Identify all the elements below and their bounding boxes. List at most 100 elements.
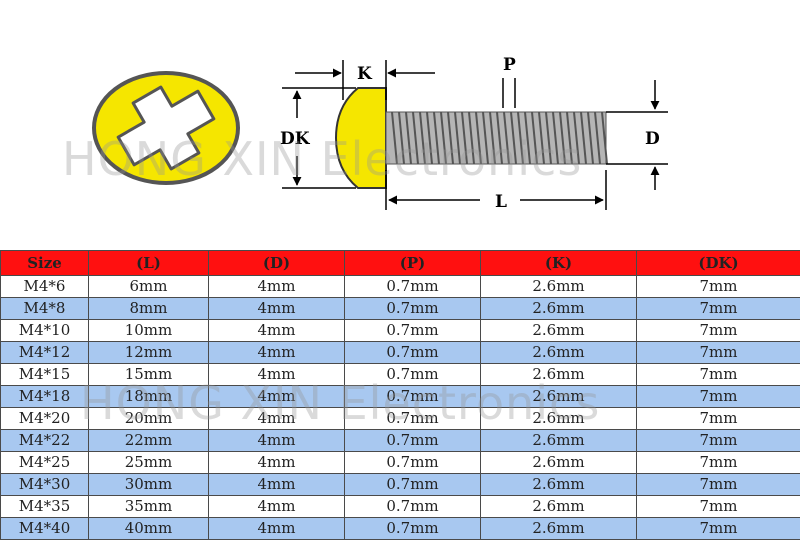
cell-head-height: 2.6mm [480,385,637,408]
header-size: Size [0,250,89,276]
cell-length: 30mm [88,473,209,496]
cell-size: M4*18 [0,385,89,408]
label-dk: DK [280,129,311,149]
cell-head-diameter: 7mm [636,341,800,364]
cell-diameter: 4mm [208,473,345,496]
cell-pitch: 0.7mm [344,275,481,298]
cell-head-height: 2.6mm [480,275,637,298]
cell-diameter: 4mm [208,517,345,540]
cell-size: M4*10 [0,319,89,342]
cell-head-diameter: 7mm [636,275,800,298]
cell-diameter: 4mm [208,363,345,386]
cell-size: M4*15 [0,363,89,386]
screw-dimension-diagram: K P DK D L [92,55,668,212]
cell-head-diameter: 7mm [636,385,800,408]
cell-head-height: 2.6mm [480,341,637,364]
cell-diameter: 4mm [208,407,345,430]
cell-diameter: 4mm [208,297,345,320]
cell-head-diameter: 7mm [636,451,800,474]
cell-head-diameter: 7mm [636,429,800,452]
header-pitch: (P) [344,250,481,276]
screw-side-view [334,87,608,189]
dimension-lines [282,60,668,210]
header-length: (L) [88,250,209,276]
cell-pitch: 0.7mm [344,407,481,430]
cell-diameter: 4mm [208,385,345,408]
cell-length: 15mm [88,363,209,386]
cell-pitch: 0.7mm [344,473,481,496]
cell-pitch: 0.7mm [344,495,481,518]
cell-pitch: 0.7mm [344,451,481,474]
cell-pitch: 0.7mm [344,319,481,342]
screw-head-top-view [92,71,240,185]
cell-size: M4*6 [0,275,89,298]
cell-length: 25mm [88,451,209,474]
cell-size: M4*25 [0,451,89,474]
label-d: D [645,129,660,149]
header-head-diameter: (DK) [636,250,800,276]
cell-size: M4*40 [0,517,89,540]
cell-length: 8mm [88,297,209,320]
cell-pitch: 0.7mm [344,297,481,320]
cell-diameter: 4mm [208,451,345,474]
table-header-row: Size (L) (D) (P) (K) (DK) [0,250,800,276]
cell-head-height: 2.6mm [480,407,637,430]
cell-head-diameter: 7mm [636,363,800,386]
cell-head-diameter: 7mm [636,495,800,518]
cell-length: 6mm [88,275,209,298]
cell-head-diameter: 7mm [636,319,800,342]
cell-pitch: 0.7mm [344,429,481,452]
cell-size: M4*8 [0,297,89,320]
dimension-labels: K P DK D L [280,55,660,212]
cell-head-diameter: 7mm [636,407,800,430]
label-p: P [503,55,516,75]
cell-diameter: 4mm [208,429,345,452]
cell-diameter: 4mm [208,275,345,298]
cell-head-height: 2.6mm [480,495,637,518]
header-diameter: (D) [208,250,345,276]
cell-head-diameter: 7mm [636,517,800,540]
cell-length: 20mm [88,407,209,430]
cell-size: M4*22 [0,429,89,452]
cell-size: M4*20 [0,407,89,430]
cell-head-height: 2.6mm [480,319,637,342]
cell-head-height: 2.6mm [480,517,637,540]
cell-head-diameter: 7mm [636,473,800,496]
cell-pitch: 0.7mm [344,385,481,408]
cell-head-height: 2.6mm [480,363,637,386]
cell-pitch: 0.7mm [344,341,481,364]
cell-length: 12mm [88,341,209,364]
cell-size: M4*12 [0,341,89,364]
cell-head-height: 2.6mm [480,297,637,320]
cell-diameter: 4mm [208,341,345,364]
cell-head-height: 2.6mm [480,473,637,496]
cell-length: 10mm [88,319,209,342]
cell-size: M4*35 [0,495,89,518]
label-l: L [495,192,507,212]
cell-size: M4*30 [0,473,89,496]
cell-length: 22mm [88,429,209,452]
cell-length: 40mm [88,517,209,540]
label-k: K [357,64,373,84]
header-head-height: (K) [480,250,637,276]
cell-head-height: 2.6mm [480,451,637,474]
cell-diameter: 4mm [208,319,345,342]
cell-length: 18mm [88,385,209,408]
cell-length: 35mm [88,495,209,518]
cell-pitch: 0.7mm [344,517,481,540]
cell-pitch: 0.7mm [344,363,481,386]
cell-head-height: 2.6mm [480,429,637,452]
cell-diameter: 4mm [208,495,345,518]
